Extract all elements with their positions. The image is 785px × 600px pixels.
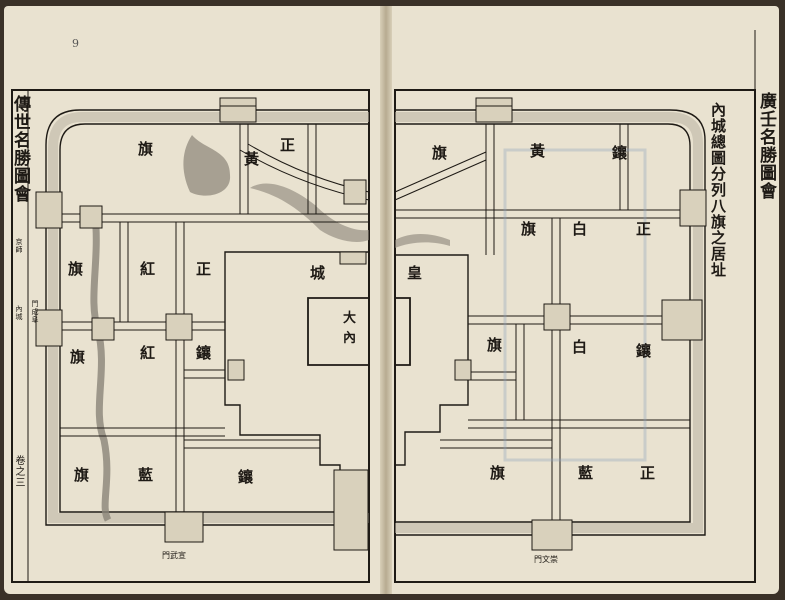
left-book-title: 傳世名勝圖會 [10,95,30,203]
map-heading: 內城總圖分列八旗之居址 [709,102,727,278]
district-xiang-left: 鑲 [196,344,212,362]
north-lake [183,135,231,196]
volume-label: 卷之三 [13,455,24,488]
palace-nei: 內 [343,331,357,346]
right-book-title: 廣壬名勝圖會 [756,92,776,200]
left-wall-fill [48,112,369,523]
district-qi-bottom-left: 旗 [74,466,90,484]
district-qi-mid-left: 旗 [68,260,84,278]
district-hong-left: 紅 [140,260,156,278]
middle-lake [250,183,369,242]
district-bai-right: 白 [572,220,588,238]
right-page [387,6,779,594]
west-canal [90,214,112,522]
district-zheng-top-left: 正 [280,136,296,154]
forbidden-city-right [395,297,411,366]
gate-label-fucheng: 門成阜 [31,300,39,324]
district-xiang-bottom-left: 鑲 [238,468,254,486]
district-qi-bottom-right: 旗 [490,464,506,482]
page-number: 9 [72,37,79,50]
district-qi-low-right: 旗 [487,336,503,354]
district-huang-left: 黃 [244,150,260,168]
right-wall-fill [395,112,703,533]
running-head: 京師 [15,238,23,254]
seal-stamp [503,148,647,462]
forbidden-city-left [307,297,369,366]
district-zheng-bottom-right: 正 [640,464,656,482]
left-streets [60,124,370,512]
left-inner-wall [59,123,369,513]
district-qi-top-left: 旗 [138,140,154,158]
section-label: 內城 [15,305,23,321]
book-gutter [380,6,392,594]
right-outer-wall [395,109,706,536]
district-qi-mid-right: 旗 [521,220,537,238]
district-qi-low-left: 旗 [70,348,86,366]
gate-towers [35,97,707,551]
district-zheng-mid-left: 正 [196,260,212,278]
imperial-wall-left [224,251,369,525]
palace-huang: 皇 [407,264,423,282]
district-zheng-right: 正 [636,220,652,238]
lake-right [395,234,450,248]
district-hong-low-left: 紅 [140,344,156,362]
palace-cheng: 城 [310,264,326,282]
district-lan-left: 藍 [138,466,154,484]
district-xiang-top-right: 鑲 [612,144,628,162]
right-streets [394,124,690,522]
district-xiang-mid-right: 鑲 [636,342,652,360]
district-lan-right: 藍 [578,464,594,482]
district-qi-top-right: 旗 [432,144,448,162]
district-bai-low-right: 白 [572,338,588,356]
palace-da: 大 [343,311,357,326]
imperial-wall-right [395,254,469,466]
left-page [4,6,385,594]
left-frame [11,89,370,583]
gate-label-xuanwu: 門武宣 [162,551,186,560]
right-inner-wall [395,123,691,523]
left-outer-wall [45,109,369,526]
district-huang-right: 黃 [530,142,546,160]
gate-label-chongwen: 門文崇 [534,555,558,564]
